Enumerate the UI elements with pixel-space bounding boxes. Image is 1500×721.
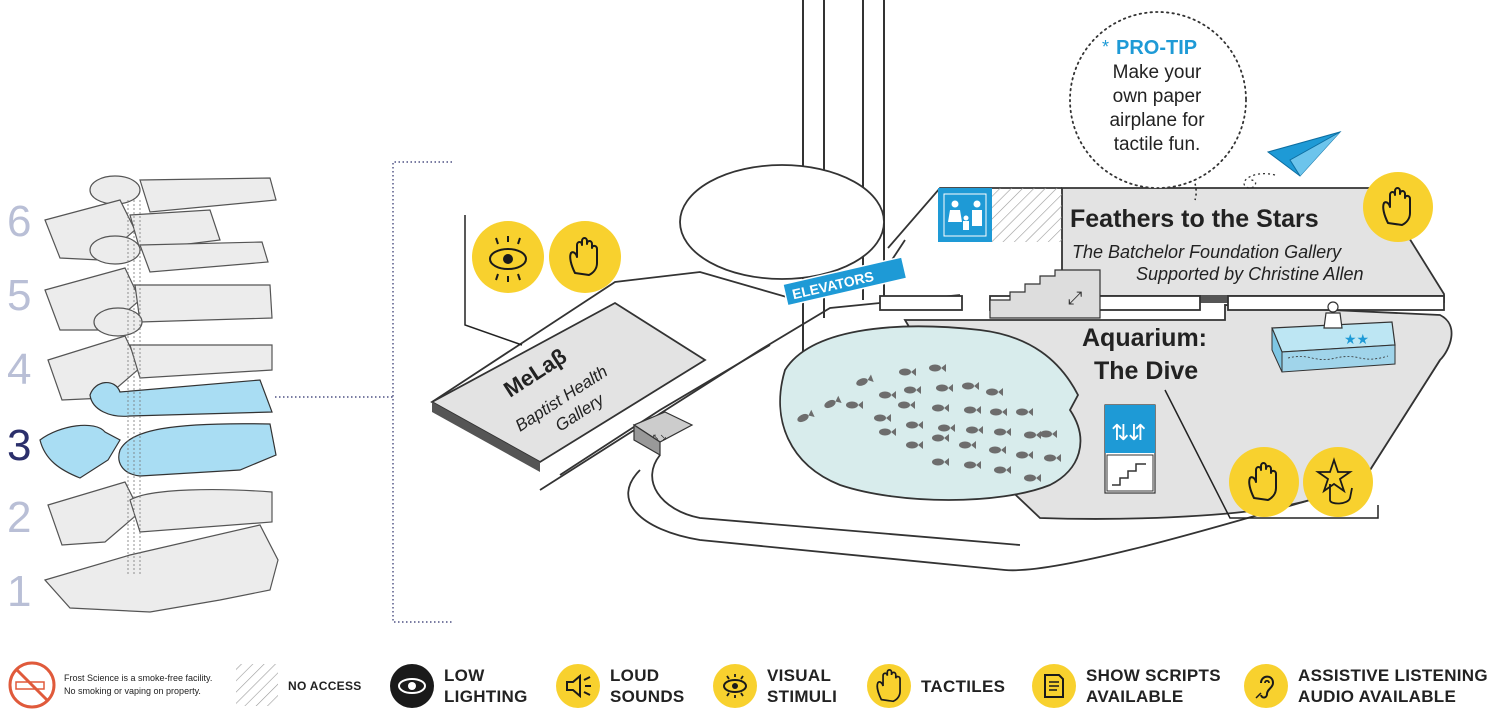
aquarium-title-line1: Aquarium: — [1082, 324, 1207, 352]
low-lighting-label-1: LOW — [444, 666, 485, 685]
visual-stimuli-label-1: VISUAL — [767, 666, 832, 685]
restroom-sign[interactable] — [938, 188, 992, 242]
legend-no-access: NO ACCESS — [288, 676, 362, 697]
hand-icon — [867, 664, 911, 708]
legend-visual-stimuli: VISUAL STIMULI — [713, 664, 837, 708]
svg-text:↖↘: ↖↘ — [652, 432, 667, 442]
loud-sounds-label-1: LOUD — [610, 666, 660, 685]
aquarium-tactile-icon — [1229, 447, 1299, 517]
floor-stack — [39, 175, 279, 613]
aquarium-callout-line — [1164, 389, 1379, 519]
starfish-touch-icon — [1303, 447, 1373, 517]
melab-callout-line — [464, 215, 523, 346]
smoke-line-1: Frost Science is a smoke-free facility. — [64, 673, 213, 683]
script-icon — [1032, 664, 1076, 708]
floor-4-plan — [47, 307, 273, 401]
protip-line-1: Make your — [1113, 62, 1202, 83]
smoke-line-2: No smoking or vaping on property. — [64, 686, 201, 696]
floor-number-1[interactable]: 1 — [7, 567, 31, 616]
ear-icon — [1244, 664, 1288, 708]
visual-stimuli-label-2: STIMULI — [767, 687, 838, 706]
svg-text:★★: ★★ — [1344, 332, 1369, 348]
assistive-label-1: ASSISTIVE LISTENING — [1298, 666, 1488, 685]
protip-line-2: own paper — [1113, 86, 1202, 107]
svg-text:⇵: ⇵ — [1128, 421, 1146, 446]
legend-tactiles: TACTILES — [867, 664, 1005, 708]
legend-assistive-listening: ASSISTIVE LISTENING AUDIO AVAILABLE — [1244, 664, 1488, 708]
rotunda — [679, 164, 885, 280]
stairs-melab[interactable]: ↖↘ — [632, 411, 694, 457]
floor-2-plan — [47, 481, 273, 546]
floor-1-plan — [43, 524, 279, 613]
legend-no-access-swatch — [236, 664, 278, 706]
protip-star: * — [1102, 37, 1109, 57]
legend-low-lighting: LOW LIGHTING — [390, 664, 528, 708]
zoom-bracket — [275, 161, 452, 623]
protip-callout-line — [1187, 164, 1197, 201]
svg-text:⇅: ⇅ — [1111, 421, 1129, 446]
tactiles-label: TACTILES — [921, 676, 1006, 696]
feathers-title: Feathers to the Stars — [1070, 205, 1319, 233]
touch-tank[interactable]: ★★ — [1271, 301, 1396, 373]
elevator-stairs-sign[interactable]: ⇅ ⇵ — [1104, 404, 1156, 494]
svg-text:⤢: ⤢ — [1068, 288, 1083, 308]
protip-line-3: airplane for — [1109, 110, 1205, 131]
legend-smoke-free: Frost Science is a smoke-free facility. … — [64, 672, 212, 698]
show-scripts-label-2: AVAILABLE — [1086, 687, 1184, 706]
melab-gallery[interactable]: MeLaβ Baptist Health Gallery — [430, 301, 707, 472]
legend-loud-sounds: LOUD SOUNDS — [556, 664, 685, 708]
floor-number-4[interactable]: 4 — [7, 345, 31, 394]
low-light-eye-icon — [390, 664, 434, 708]
feathers-sponsor-line2: Supported by Christine Allen — [1136, 264, 1363, 284]
floor-3-plan — [39, 379, 277, 479]
aquarium-title-line2: The Dive — [1094, 357, 1198, 385]
no-access-label: NO ACCESS — [288, 679, 362, 693]
paper-airplane-icon — [1243, 131, 1342, 189]
fish-tank[interactable] — [779, 325, 1082, 501]
feathers-tactile-icon — [1363, 172, 1433, 242]
speaker-icon — [556, 664, 600, 708]
floor-number-6[interactable]: 6 — [7, 197, 31, 246]
feathers-sponsor-line1: The Batchelor Foundation Gallery — [1072, 242, 1342, 262]
eye-icon — [713, 664, 757, 708]
legend-show-scripts: SHOW SCRIPTS AVAILABLE — [1032, 664, 1221, 708]
melab-visual-stimuli-icon — [472, 221, 544, 293]
floor-number-3[interactable]: 3 — [7, 421, 31, 470]
floor-numbers: 6 5 4 3 2 1 — [7, 197, 31, 616]
floor-5-plan — [44, 235, 273, 331]
stairs-aquarium[interactable]: ⤢ — [989, 269, 1101, 319]
protip-bubble: * PRO-TIP Make your own paper airplane f… — [1069, 11, 1247, 189]
floor-number-5[interactable]: 5 — [7, 271, 31, 320]
floor-number-2[interactable]: 2 — [7, 493, 31, 542]
melab-tactile-icon — [549, 221, 621, 293]
protip-line-4: tactile fun. — [1114, 134, 1201, 155]
show-scripts-label-1: SHOW SCRIPTS — [1086, 666, 1221, 685]
legend-no-smoking-icon — [8, 661, 56, 709]
floor-6-plan — [44, 175, 277, 261]
protip-heading: PRO-TIP — [1116, 37, 1197, 59]
low-lighting-label-2: LIGHTING — [444, 687, 528, 706]
loud-sounds-label-2: SOUNDS — [610, 687, 685, 706]
assistive-label-2: AUDIO AVAILABLE — [1298, 687, 1457, 706]
